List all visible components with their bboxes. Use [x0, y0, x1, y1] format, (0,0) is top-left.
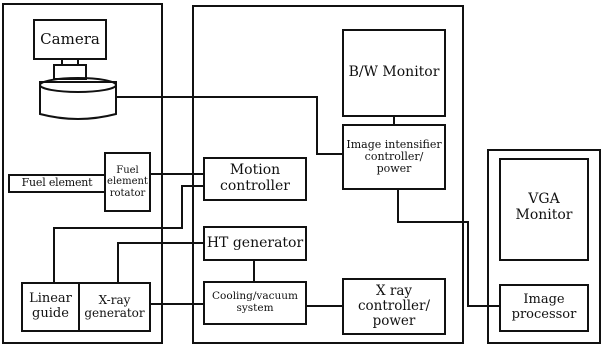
xray-generator-label: X-ray generator — [84, 292, 145, 320]
xray-controller-label: X ray controller/ power — [357, 282, 430, 330]
bw-monitor-label: B/W Monitor — [348, 64, 440, 81]
right-enclosure — [487, 149, 601, 344]
fuel-element-rotator-label: Fuel element rotator — [107, 165, 148, 199]
camera-lens-icon — [39, 58, 117, 120]
intensifier-to-processor-line — [397, 189, 500, 307]
image-processor-label: Image processor — [511, 292, 577, 322]
linear-guide-label: Linear guide — [29, 291, 72, 321]
camera-label: Camera — [40, 30, 100, 49]
fuel-element-label: Fuel element — [21, 176, 93, 190]
vga-monitor-box — [499, 158, 589, 261]
motion-to-linear-guide-line — [53, 185, 204, 283]
image-processor-box — [499, 284, 589, 332]
motion-controller-label: Motion controller — [220, 162, 290, 194]
ht-generator-label: HT generator — [206, 234, 304, 251]
cooling-vacuum-label: Cooling/vacuum system — [212, 290, 298, 314]
motion-controller-box — [203, 157, 307, 201]
generator-box — [21, 282, 151, 332]
fuel-element-rotator-box — [104, 152, 151, 212]
camera-to-intensifier-line — [116, 96, 343, 155]
ht-to-xray-generator-line — [117, 242, 204, 283]
vga-monitor-label: VGA Monitor — [515, 191, 573, 223]
image-intensifier-label: Image intensifier controller/ power — [346, 137, 442, 176]
